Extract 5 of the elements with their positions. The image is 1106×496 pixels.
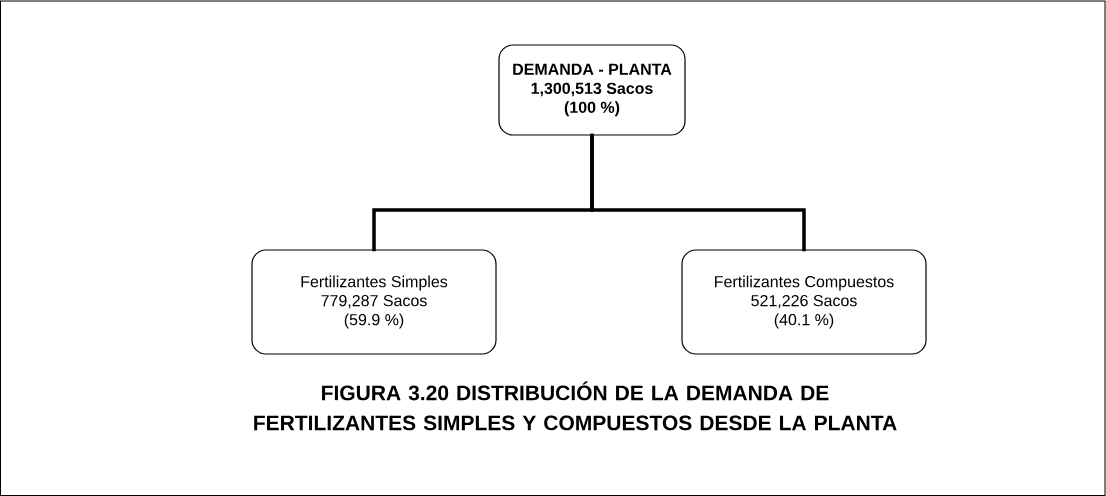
connector xyxy=(590,133,806,252)
caption: FIGURA 3.20 DISTRIBUCIÓN DE LA DEMANDA DE FERTILIZANTES SIMPLES Y COMPUESTOS DESDE LA PLANTA xyxy=(254,381,897,431)
process-box: Fertilizantes Simples 779,287 Sacos (59.9 %) xyxy=(251,249,497,355)
process-box: DEMANDA - PLANTA 1,300,513 Sacos (100 %) xyxy=(498,44,686,136)
process-box: Fertilizantes Compuestos 521,226 Sacos (40.1 %) xyxy=(681,249,927,355)
